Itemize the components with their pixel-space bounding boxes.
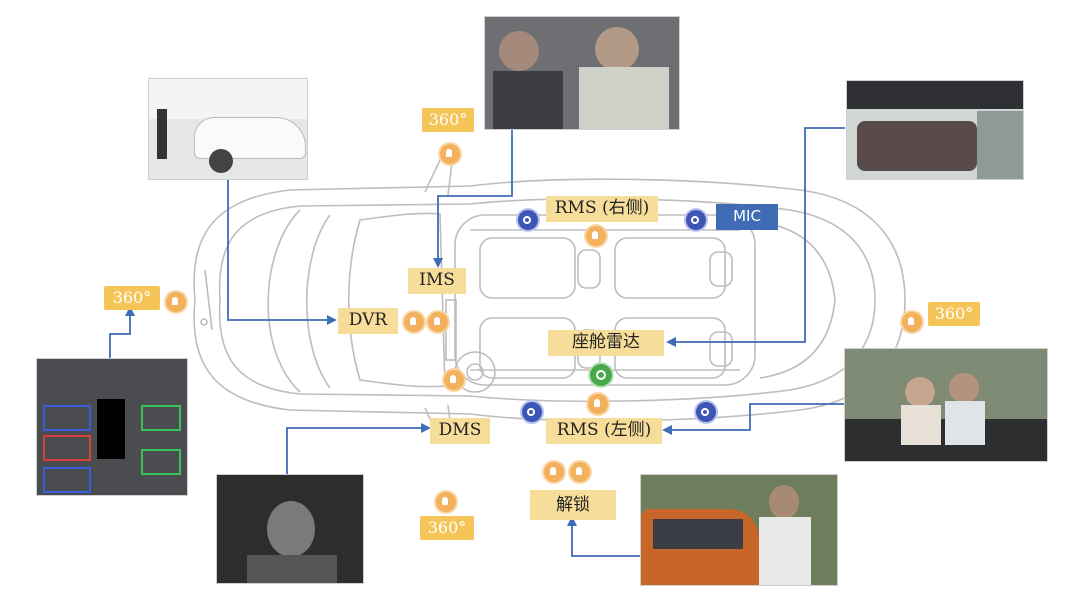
label-360-right: 360° [928, 302, 980, 326]
photo-unlock-door [640, 474, 838, 586]
label-rms-left: RMS (左侧) [546, 418, 662, 444]
radar-icon [590, 364, 612, 386]
label-dms: DMS [430, 418, 490, 444]
camera-icon [544, 462, 564, 482]
label-360-top: 360° [422, 108, 474, 132]
label-unlock: 解锁 [530, 490, 616, 520]
speaker-icon [696, 402, 716, 422]
label-360-left: 360° [104, 286, 160, 310]
label-mic: MIC [716, 204, 778, 230]
photo-rms-passengers [844, 348, 1048, 462]
speaker-icon [522, 402, 542, 422]
speaker-icon [518, 210, 538, 230]
label-cabin-radar: 座舱雷达 [548, 330, 664, 356]
photo-dms-driver [216, 474, 364, 584]
camera-icon [902, 312, 922, 332]
camera-icon [588, 394, 608, 414]
photo-rear-cabin [846, 80, 1024, 180]
camera-icon [436, 492, 456, 512]
label-ims: IMS [408, 268, 466, 294]
camera-icon [586, 226, 606, 246]
photo-360-camera-view [36, 358, 188, 496]
label-360-bottom: 360° [420, 516, 474, 540]
camera-icon [166, 292, 186, 312]
label-rms-right: RMS (右侧) [546, 196, 658, 222]
photo-ims-cabin [484, 16, 680, 130]
camera-icon [570, 462, 590, 482]
camera-icon [404, 312, 424, 332]
camera-icon [428, 312, 448, 332]
camera-icon [444, 370, 464, 390]
photo-dvr-exterior [148, 78, 308, 180]
speaker-icon [686, 210, 706, 230]
label-dvr: DVR [338, 308, 398, 334]
camera-icon [440, 144, 460, 164]
